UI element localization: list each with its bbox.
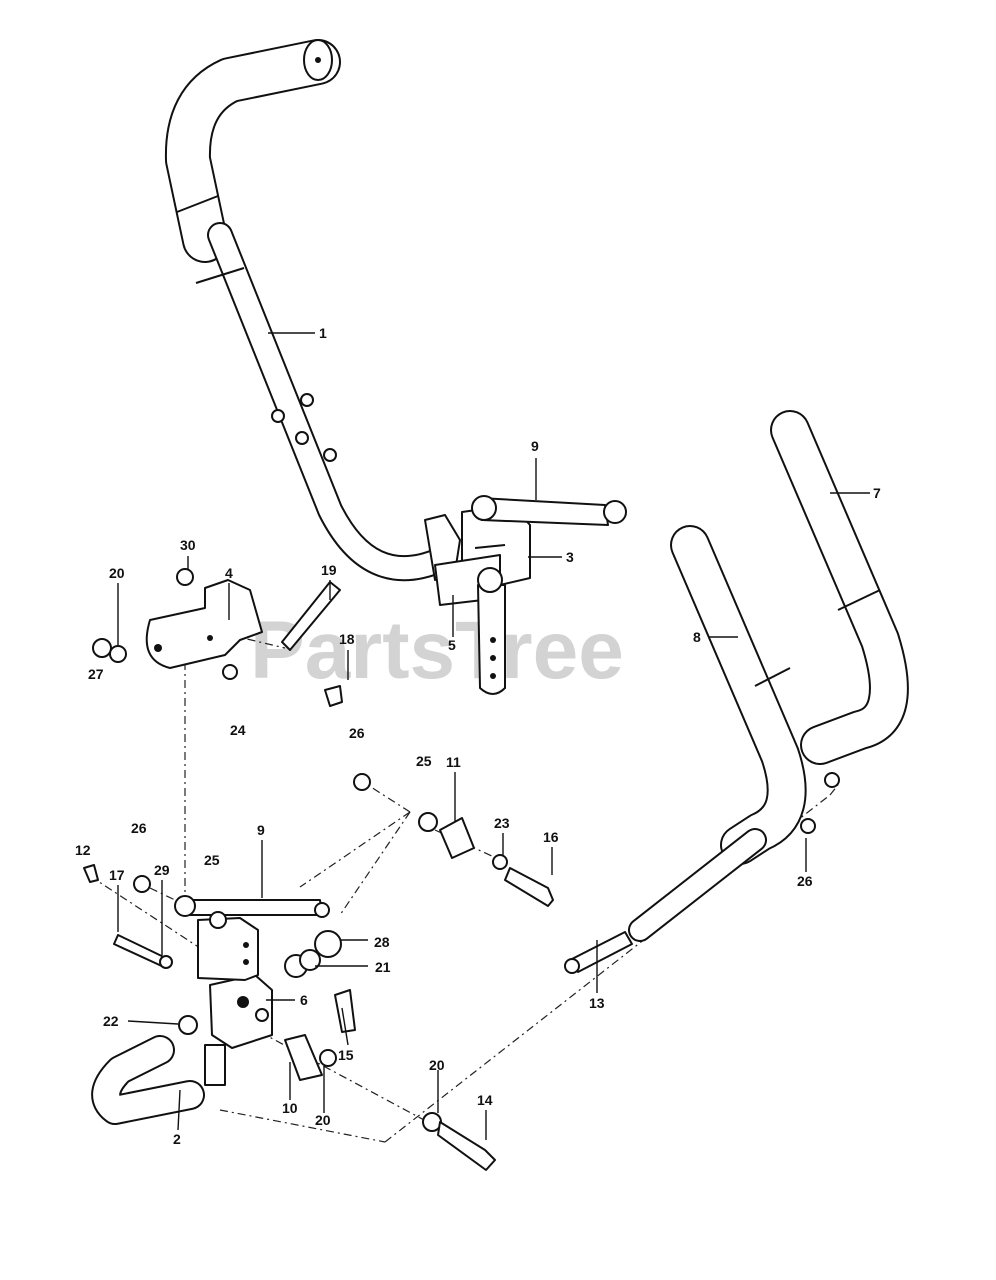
- callout-24: 24: [230, 722, 246, 738]
- callout-30: 30: [180, 537, 196, 553]
- callout-6: 6: [300, 992, 308, 1008]
- callout-4: 4: [225, 565, 233, 581]
- callout-9-lower: 9: [257, 822, 265, 838]
- callout-labels: 1 2 3 4 5 6 7 8 9 9 10 11 12 13 14 15 16…: [75, 325, 881, 1147]
- callout-5: 5: [448, 637, 456, 653]
- callout-18: 18: [339, 631, 355, 647]
- callout-21: 21: [375, 959, 391, 975]
- assembly-lines: [89, 634, 839, 1151]
- upper-bracket-assembly: [424, 495, 627, 695]
- callout-29: 29: [154, 862, 170, 878]
- callout-26-left: 26: [131, 820, 147, 836]
- callout-11: 11: [446, 754, 461, 770]
- callout-2: 2: [173, 1131, 181, 1147]
- callout-16: 16: [543, 829, 559, 845]
- callout-25-lower: 25: [204, 852, 220, 868]
- middle-hardware: [83, 773, 554, 1171]
- callout-8: 8: [693, 629, 701, 645]
- mount-bracket: [92, 568, 343, 707]
- callout-10: 10: [282, 1100, 298, 1116]
- callout-26-right: 26: [797, 873, 813, 889]
- callout-13: 13: [589, 995, 605, 1011]
- callout-15: 15: [338, 1047, 354, 1063]
- callout-28: 28: [374, 934, 390, 950]
- callout-20-bolt: 20: [429, 1057, 445, 1073]
- callout-27: 27: [88, 666, 104, 682]
- callout-1: 1: [319, 325, 327, 341]
- callout-12: 12: [75, 842, 91, 858]
- control-lever-left: [564, 410, 909, 974]
- callout-22: 22: [103, 1013, 119, 1029]
- callout-23: 23: [494, 815, 510, 831]
- callout-19: 19: [321, 562, 337, 578]
- callout-25-upper: 25: [416, 753, 432, 769]
- callout-20-washer: 20: [315, 1112, 331, 1128]
- callout-3: 3: [566, 549, 574, 565]
- lower-block-assembly: [91, 895, 356, 1125]
- callout-20-bracket: 20: [109, 565, 125, 581]
- leader-lines: [117, 332, 870, 1140]
- control-lever-right: [164, 39, 453, 582]
- callout-7: 7: [873, 485, 881, 501]
- callout-26-upper: 26: [349, 725, 365, 741]
- callout-14: 14: [477, 1092, 493, 1108]
- callout-9-upper: 9: [531, 438, 539, 454]
- callout-17: 17: [109, 867, 125, 883]
